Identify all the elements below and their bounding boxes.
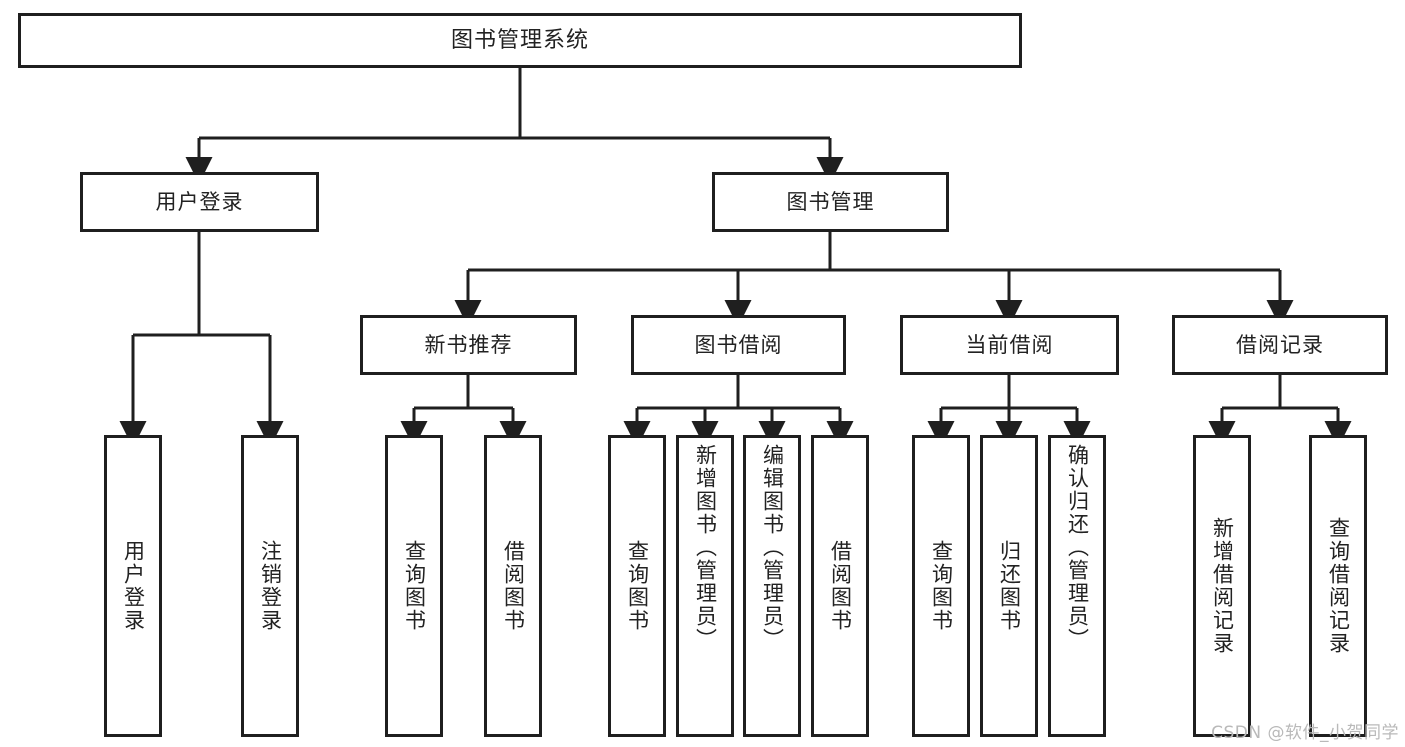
node-new-book-recommend-label: 新书推荐: [424, 332, 513, 357]
leaf-user-login-login-label: 用户登录: [121, 540, 146, 632]
node-current-borrow[interactable]: 当前借阅: [900, 315, 1119, 375]
leaf-current-return-book-label: 归还图书: [997, 540, 1022, 632]
leaf-borrow-borrow-book[interactable]: 借阅图书: [811, 435, 869, 737]
leaf-record-add-record[interactable]: 新增借阅记录: [1193, 435, 1251, 737]
leaf-borrow-query-book-label: 查询图书: [625, 540, 650, 632]
leaf-borrow-edit-book-label: 编辑图书（管理员）: [760, 444, 785, 651]
node-user-login[interactable]: 用户登录: [80, 172, 319, 232]
node-user-login-label: 用户登录: [155, 189, 244, 214]
leaf-borrow-query-book[interactable]: 查询图书: [608, 435, 666, 737]
node-root-label: 图书管理系统: [450, 27, 589, 53]
leaf-record-query-record-label: 查询借阅记录: [1326, 517, 1351, 655]
node-book-management[interactable]: 图书管理: [712, 172, 949, 232]
leaf-record-query-record[interactable]: 查询借阅记录: [1309, 435, 1367, 737]
node-book-borrow[interactable]: 图书借阅: [631, 315, 846, 375]
node-book-management-label: 图书管理: [786, 189, 875, 214]
node-book-borrow-label: 图书借阅: [694, 332, 783, 357]
node-new-book-recommend[interactable]: 新书推荐: [360, 315, 577, 375]
leaf-current-return-book[interactable]: 归还图书: [980, 435, 1038, 737]
leaf-recommend-query-book-label: 查询图书: [402, 540, 427, 632]
leaf-current-query-book-label: 查询图书: [929, 540, 954, 632]
leaf-record-add-record-label: 新增借阅记录: [1210, 517, 1235, 655]
leaf-user-login-login[interactable]: 用户登录: [104, 435, 162, 737]
leaf-current-confirm-return[interactable]: 确认归还（管理员）: [1048, 435, 1106, 737]
node-borrow-record-label: 借阅记录: [1236, 332, 1324, 357]
leaf-recommend-borrow-book-label: 借阅图书: [501, 540, 526, 632]
leaf-recommend-borrow-book[interactable]: 借阅图书: [484, 435, 542, 737]
leaf-current-confirm-return-label: 确认归还（管理员）: [1065, 444, 1090, 651]
node-root[interactable]: 图书管理系统: [18, 13, 1022, 68]
node-current-borrow-label: 当前借阅: [965, 332, 1054, 357]
leaf-borrow-edit-book[interactable]: 编辑图书（管理员）: [743, 435, 801, 737]
leaf-user-login-logout[interactable]: 注销登录: [241, 435, 299, 737]
leaf-user-login-logout-label: 注销登录: [258, 540, 283, 632]
leaf-borrow-add-book-label: 新增图书（管理员）: [693, 444, 718, 651]
node-borrow-record[interactable]: 借阅记录: [1172, 315, 1388, 375]
leaf-recommend-query-book[interactable]: 查询图书: [385, 435, 443, 737]
leaf-current-query-book[interactable]: 查询图书: [912, 435, 970, 737]
leaf-borrow-borrow-book-label: 借阅图书: [828, 540, 853, 632]
csdn-watermark: CSDN @软件_小贺同学: [1211, 723, 1399, 743]
leaf-borrow-add-book[interactable]: 新增图书（管理员）: [676, 435, 734, 737]
